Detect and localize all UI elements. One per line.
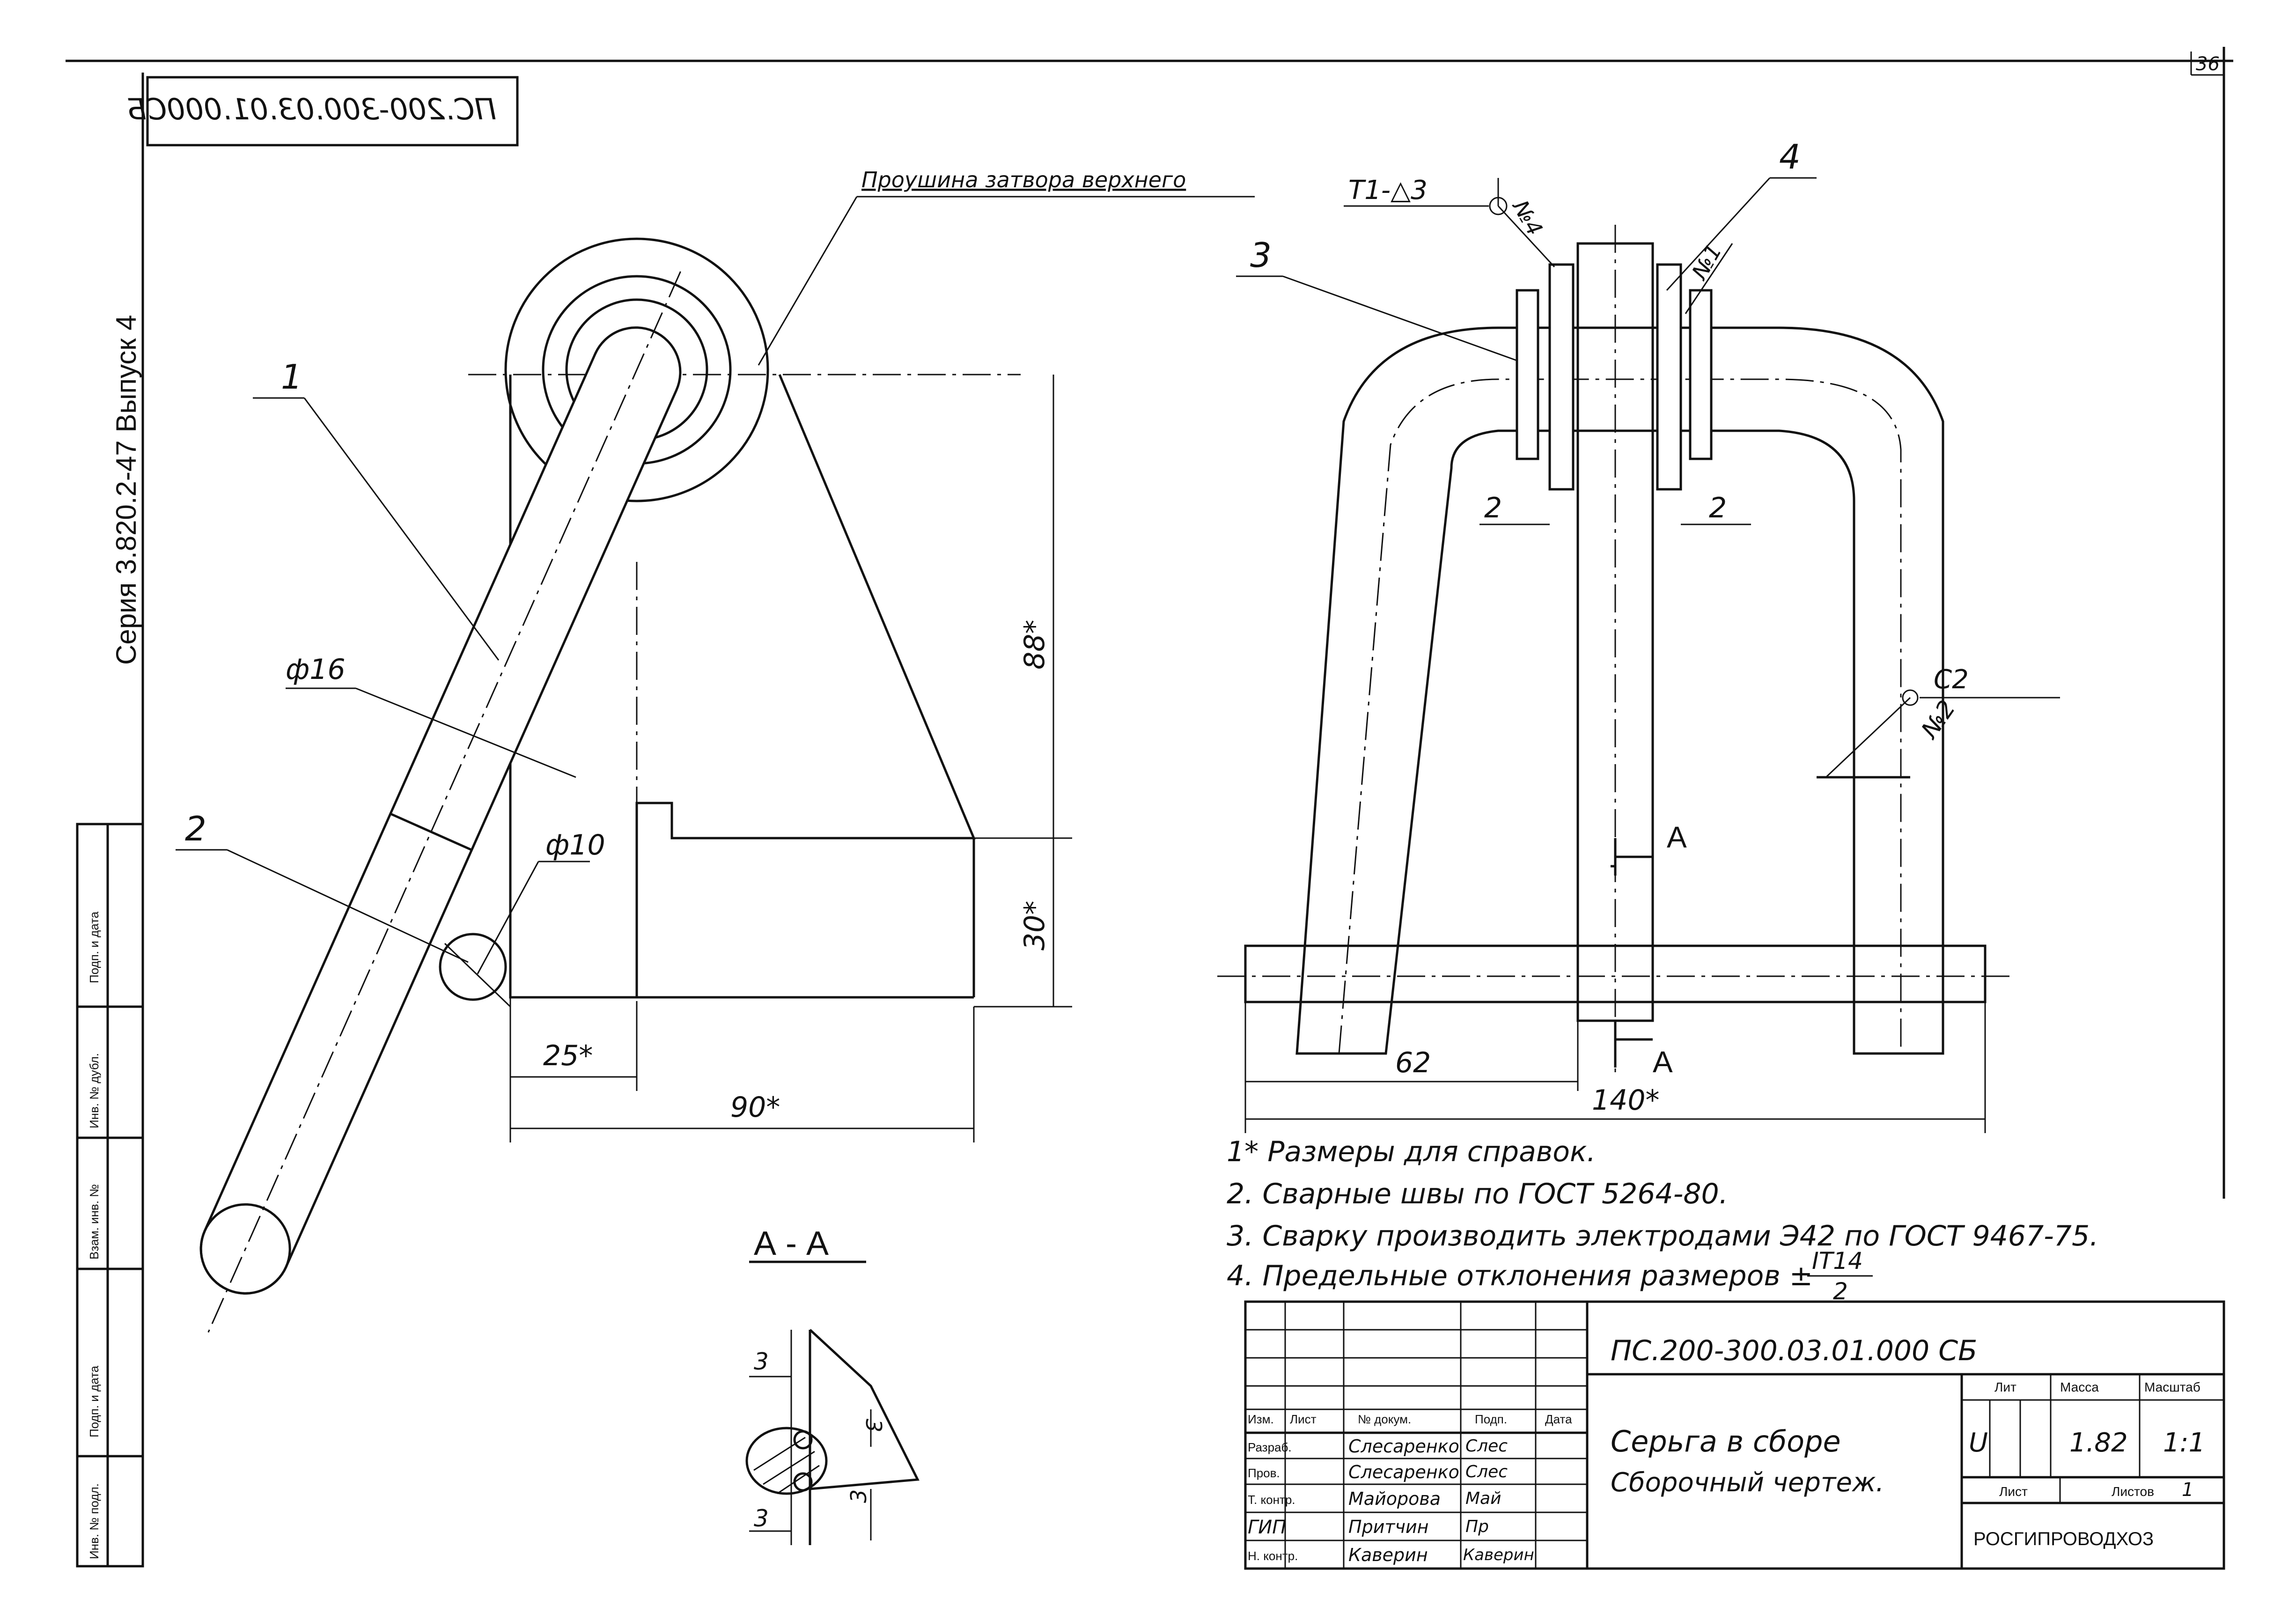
left-view: 1 2 ф16 ф10 Проушина затвора верхнего 88… bbox=[176, 167, 1255, 1333]
tb-header-doc: № докум. bbox=[1358, 1412, 1411, 1426]
side-stamp-field-1: Подп. и дата bbox=[87, 911, 101, 983]
weld-number-2: №2 bbox=[1915, 695, 1961, 744]
tb-sheets-label: Листов bbox=[2112, 1484, 2154, 1499]
page-number: 36 bbox=[2196, 53, 2220, 75]
washer-right-inner bbox=[1656, 263, 1682, 491]
tb-mass-label: Масса bbox=[2060, 1380, 2099, 1394]
callout-part-4: 4 bbox=[1779, 137, 1801, 177]
tb-name-2: Слесаренко bbox=[1348, 1462, 1459, 1482]
stirrup-part-3 bbox=[1295, 326, 1944, 1055]
rod-part-1 bbox=[199, 271, 682, 1333]
tb-role-5: Н. контр. bbox=[1248, 1549, 1298, 1563]
tb-document-code: ПС.200-300.03.01.000 СБ bbox=[1611, 1334, 1977, 1367]
tb-role-1: Разраб. bbox=[1248, 1440, 1292, 1454]
diameter-rod-label: ф16 bbox=[286, 653, 346, 686]
pin-part-2 bbox=[439, 933, 507, 1001]
diameter-pin-label: ф10 bbox=[545, 829, 605, 862]
tb-header-sign: Подп. bbox=[1475, 1412, 1507, 1426]
tb-header-izm: Изм. bbox=[1248, 1412, 1274, 1426]
section-mark-top: A bbox=[1667, 820, 1687, 854]
tb-name-line1: Серьга в сборе bbox=[1611, 1424, 1841, 1459]
dim-30: 30* bbox=[1018, 901, 1051, 950]
section-dim-top: 3 bbox=[754, 1348, 769, 1375]
callout-part-3: 3 bbox=[1250, 236, 1272, 275]
tb-sheet-label: Лист bbox=[1999, 1484, 2028, 1499]
tb-header-date: Дата bbox=[1545, 1412, 1572, 1426]
tb-lit-label: Лит bbox=[1994, 1380, 2016, 1394]
tb-sign-4: Пр bbox=[1465, 1517, 1489, 1536]
title-block: Изм. Лист № докум. Подп. Дата Разраб. Сл… bbox=[1244, 1300, 2225, 1570]
section-dim-side-top: 3 bbox=[861, 1419, 886, 1432]
dim-62: 62 bbox=[1395, 1046, 1431, 1079]
tb-name-line2: Сборочный чертеж. bbox=[1611, 1467, 1884, 1498]
section-title: А - А bbox=[754, 1225, 829, 1262]
tb-role-2: Пров. bbox=[1248, 1466, 1280, 1480]
washer-left-inner bbox=[1548, 263, 1575, 491]
tb-role-4: ГИП bbox=[1248, 1517, 1286, 1538]
tb-scale-label: Масштаб bbox=[2144, 1380, 2200, 1394]
note-2: 2. Сварные швы по ГОСТ 5264-80. bbox=[1227, 1178, 1728, 1210]
side-stamp-field-3: Взам. инв. № bbox=[87, 1184, 101, 1260]
right-view: 3 4 Т1-△3 №4 №1 №2 С2 2 2 A A 62 14 bbox=[1217, 137, 2060, 1133]
section-a-a: А - А 3 3 3 3 bbox=[745, 1225, 920, 1545]
weld-number-4: №4 bbox=[1507, 195, 1548, 240]
dim-25: 25* bbox=[543, 1039, 593, 1072]
tb-scale-value: 1:1 bbox=[2163, 1428, 2205, 1458]
tolerance-numerator: IT14 bbox=[1812, 1247, 1863, 1274]
mirrored-code-text: ПС.200-300.03.01.000СБ bbox=[126, 92, 496, 126]
tb-organization: РОСГИПРОВОДХОЗ bbox=[1973, 1529, 2154, 1549]
tb-role-3: Т. контр. bbox=[1248, 1493, 1295, 1507]
washer-left-outer bbox=[1516, 289, 1539, 460]
dim-90: 90* bbox=[730, 1091, 780, 1124]
side-stamp-field-5: Инв. № подл. bbox=[87, 1483, 101, 1559]
tb-name-3: Майорова bbox=[1348, 1488, 1441, 1509]
tb-mass-value: 1.82 bbox=[2069, 1428, 2128, 1458]
side-stamp-field-2: Инв. № дубл. bbox=[87, 1053, 101, 1128]
section-dim-side-bottom: 3 bbox=[846, 1489, 871, 1503]
tb-header-list: Лист bbox=[1290, 1412, 1317, 1426]
tolerance-denominator: 2 bbox=[1833, 1278, 1848, 1305]
tb-sign-1: Слес bbox=[1465, 1437, 1508, 1456]
tb-name-1: Слесаренко bbox=[1348, 1436, 1459, 1457]
tb-sheets-value: 1 bbox=[2182, 1479, 2193, 1501]
dim-88: 88* bbox=[1018, 620, 1051, 670]
weld-symbol-top: Т1-△3 bbox=[1348, 175, 1428, 206]
lug-plate bbox=[509, 374, 976, 999]
tb-sign-5: Каверин bbox=[1463, 1546, 1534, 1564]
note-1: 1* Размеры для справок. bbox=[1227, 1135, 1596, 1168]
section-dim-bottom: 3 bbox=[754, 1505, 769, 1532]
tb-lit-value: U bbox=[1969, 1428, 1988, 1458]
note-3: 3. Сварку производить электродами Э42 по… bbox=[1227, 1220, 2098, 1252]
gap-right: 2 bbox=[1709, 492, 1727, 524]
weld-number-1: №1 bbox=[1686, 240, 1727, 285]
lug-label: Проушина затвора верхнего bbox=[861, 167, 1186, 192]
eye-outer bbox=[504, 237, 769, 502]
callout-part-1: 1 bbox=[281, 357, 302, 397]
tb-sign-2: Слес bbox=[1465, 1462, 1508, 1481]
series-label: Серия 3.820.2-47 Выпуск 4 bbox=[110, 315, 142, 665]
washer-right-outer bbox=[1689, 289, 1713, 460]
weld-symbol-c2: С2 bbox=[1934, 664, 1969, 695]
side-stamp: Подп. и дата Инв. № дубл. Взам. инв. № П… bbox=[76, 823, 144, 1568]
section-mark-bottom: A bbox=[1653, 1045, 1673, 1079]
note-4: 4. Предельные отклонения размеров ± bbox=[1227, 1260, 1813, 1292]
tb-sign-3: Май bbox=[1465, 1489, 1501, 1508]
gap-left: 2 bbox=[1484, 492, 1502, 524]
callout-part-2: 2 bbox=[185, 809, 206, 848]
mirrored-code-box: ПС.200-300.03.01.000СБ bbox=[126, 76, 519, 147]
notes-block: 1* Размеры для справок. 2. Сварные швы п… bbox=[1227, 1135, 2098, 1305]
tb-name-5: Каверин bbox=[1348, 1545, 1428, 1565]
dim-140: 140* bbox=[1592, 1084, 1660, 1117]
side-stamp-field-4: Подп. и дата bbox=[87, 1365, 101, 1437]
tb-name-4: Притчин bbox=[1348, 1517, 1429, 1537]
